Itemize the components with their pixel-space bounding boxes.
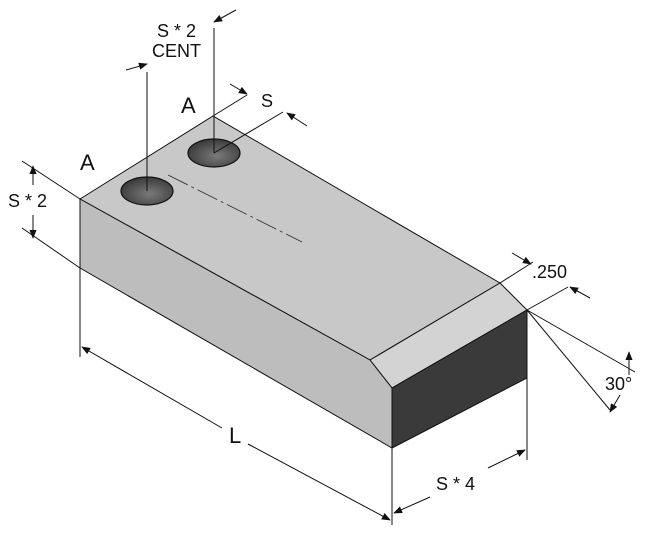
dim-arrow-chamfer-2 (569, 286, 591, 299)
dim-arrow-width-left (393, 496, 431, 514)
label-section-a-left: A (80, 150, 95, 175)
label-section-a-right: A (181, 93, 196, 118)
label-s2-cent-line2: CENT (152, 41, 201, 61)
label-s2-height: S * 2 (8, 191, 47, 211)
angle-ref-line-1 (526, 309, 636, 373)
dim-arrow-chamfer-1 (511, 252, 532, 265)
angle-arrow-bottom (609, 394, 621, 413)
dim-arrow-length-left (81, 346, 223, 429)
ext-line-chamfer-1 (499, 261, 534, 284)
ext-line-s-top (212, 94, 248, 117)
label-chamfer-size: .250 (532, 262, 567, 282)
dim-arrow-length-right (247, 443, 391, 521)
label-chamfer-angle: 30° (605, 374, 632, 394)
angle-ref-line-2 (526, 309, 611, 411)
ext-line-s-hole (213, 111, 284, 154)
dim-arrow-cent-left (125, 62, 148, 71)
ext-line-height-bottom (21, 227, 81, 269)
dim-arrow-s-left (229, 83, 248, 95)
dim-arrow-s-right (286, 112, 308, 127)
label-width: S * 4 (436, 474, 475, 494)
label-s2-cent-line1: S * 2 (157, 21, 196, 41)
ext-line-chamfer-2 (526, 286, 569, 311)
label-s: S (261, 91, 273, 111)
dim-arrow-width-right (487, 449, 526, 469)
dim-arrow-cent-right (213, 9, 237, 23)
label-length: L (229, 423, 241, 448)
centerline (167, 174, 303, 243)
